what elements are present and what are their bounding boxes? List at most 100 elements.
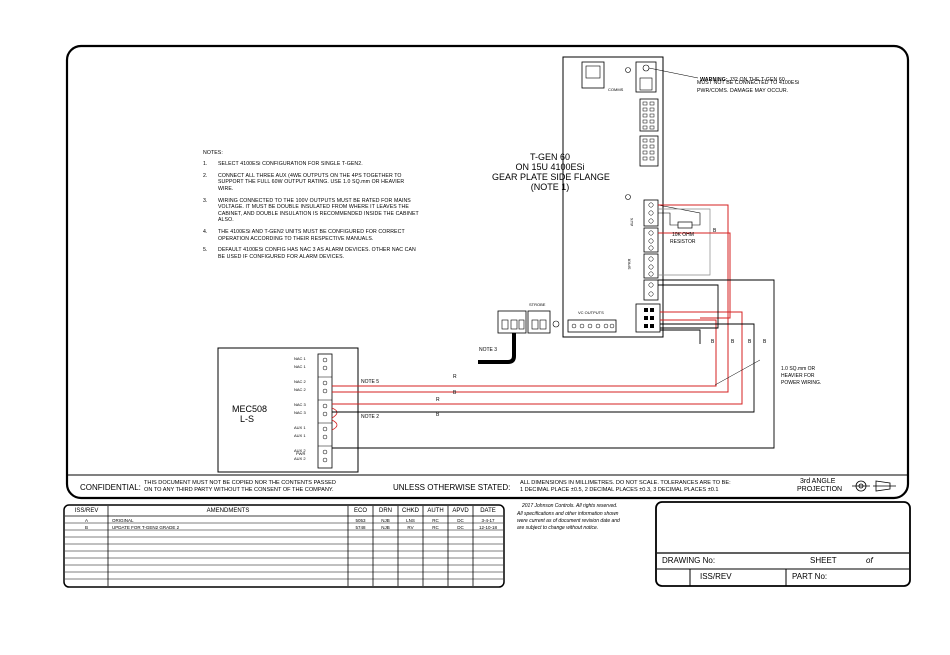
confidential-label: CONFIDENTIAL: [80,483,141,492]
red-wires [332,204,743,405]
mec508-terminal-label: AUX 1 [294,433,306,438]
aux-label: AUX [629,217,635,227]
of-label: of [866,556,873,565]
note-line: OPERATION ACCORDING TO THEIR RESPECTIVE … [218,235,374,242]
mec508-terminals [317,353,333,469]
warning-line2: MUST NOT BE CONNECTED TO 4100ESi [697,80,800,86]
amendments-header-cell: AUTH [427,508,444,514]
amendments-cell: ORIGINAL [112,518,134,523]
power-connector [635,303,661,333]
note-line: DEFAULT 4100ESi CONFIG HAS NAC 3 AS ALAR… [218,247,416,254]
comms-label: COMMS [608,87,624,92]
tgen-title-line4: (NOTE 1) [530,182,570,192]
warning-head: WARNING: [700,77,728,84]
wire-label-b3: B [711,339,715,345]
note-line: SUPPORT THE FULL 60W OUTPUT RATING. USE … [218,179,405,186]
amendments-cell: RC [432,525,439,530]
tgen-title-line1: T-GEN 60 [529,152,570,162]
header-block-1 [639,98,659,132]
amendments-header-cell: DRN [379,508,392,514]
wire-label-b4: B [731,339,735,345]
mec508-subtitle: L-S [240,414,255,424]
spkr-label: SPKR [626,258,632,270]
black-wires [332,279,775,449]
terminal-block-spkr [643,253,659,279]
amendments-header-cell: AMENDMENTS [206,508,250,514]
warning-text: WARNING: J32 ON THE T-GEN 60 [697,73,785,83]
amendments-header-cell: CHKD [401,508,419,514]
mec508-terminal-label: NAC 3 [294,402,306,407]
mec508-terminal-label: NAC 2 [294,379,306,384]
wire-label-b5: B [748,339,752,345]
amendments-header-cell: ECO [353,508,367,514]
note-line: WIRE. [218,185,234,192]
unless-stated: UNLESS OTHERWISE STATED: [393,483,511,492]
wire-label-b6: B [763,339,767,345]
terminal-block-aux-a [643,199,659,227]
note-item: 3.WIRING CONNECTED TO THE 100V OUTPUTS M… [203,198,463,224]
amendments-cell: 3-4-17 [481,518,495,523]
amendments-cell: A [84,518,88,523]
note-line: ALSO. [218,217,234,224]
note5-label: NOTE 5 [361,379,380,385]
drawing-number-block [655,501,911,587]
warning-line1: J32 ON THE T-GEN 60 [727,77,785,84]
part-no-label: PART No: [792,572,828,581]
vc-outputs-label: VC OUTPUTS [578,310,604,315]
tgen-board [562,56,664,338]
strobe-label: STROBE [529,302,546,307]
amendments-cell: B [84,525,88,530]
mec508-terminal-label: AUX 2 [294,448,306,453]
amendments-cell: NJB [381,518,390,523]
note-number: 3. [203,197,208,204]
amendments-cell: LNS [406,518,415,523]
note-line: THE 4100ESi AND T-GEN2 UNITS MUST BE CON… [218,228,405,235]
resistor-label: 10K OHM [672,232,694,238]
mec508-title: MEC508 [232,404,268,414]
note-item: 5.DEFAULT 4100ESi CONFIG HAS NAC 3 AS AL… [203,247,463,260]
projection-symbol [852,480,896,492]
vc-outputs-connector [567,319,617,333]
wire-label-r2: R [436,397,440,403]
amendments-cell: 5748 [355,525,366,530]
projection-line-1: 3rd ANGLE [800,478,836,485]
rj-connector-right [635,61,657,93]
note-number: 1. [203,161,208,168]
note-number: 4. [203,228,208,235]
sheet-label: SHEET [810,556,837,565]
dims-line-2: 1 DECIMAL PLACE ±0.5, 2 DECIMAL PLACES ±… [520,487,719,493]
mec508-box [217,347,359,473]
mec508-terminal-label: NAC 1 [294,364,306,369]
wire-label-r1: R [453,374,457,380]
amendments-cell: DC [457,518,464,523]
note3-label: NOTE 3 [479,347,498,353]
terminal-block-pwr [643,279,659,301]
notes-block: NOTES: 1.SELECT 4100ESi CONFIGURATION FO… [203,150,463,260]
note-item: 1. SELECT 4100ESi CONFIGURATION FOR SINGL… [203,161,463,168]
header-block-2 [639,135,659,167]
note-line: SELECT 4100ESi CONFIGURATION FOR SINGLE … [218,161,363,168]
confidential-text-2: ON TO ANY THIRD PARTY WITHOUT THE CONSEN… [144,487,334,493]
mec508-terminal-label: PWR [296,451,306,456]
wire-note-3: POWER WIRING. [781,380,822,386]
copyright-line-2: All specifications and other information… [517,511,619,517]
tgen-title-line2: ON 15U 4100ESi [515,162,585,172]
note-line: CONNECT ALL THREE AUX (4WE OUTPUTS ON TH… [218,172,402,179]
copyright-line-3: were current as of document revision dat… [517,518,620,524]
mec508-terminal-label: AUX 1 [294,425,306,430]
amendments-cell: RV [407,525,414,530]
wire-label-b2: B [436,412,440,418]
dims-line-1: ALL DIMENSIONS IN MILLIMETRES. DO NOT SC… [520,480,731,486]
mec508-terminal-label: NAC 1 [294,356,306,361]
amendments-cell: RC [432,518,439,523]
resistor [677,221,693,229]
note-line: BE USED IF CONFIGURED FOR ALARM DEVICES. [218,253,345,260]
note-item: 4. THE 4100ESi AND T-GEN2 UNITS MUST BE C… [203,229,463,242]
amendments-cell: DC [457,525,464,530]
wire-label-b7: B [713,228,717,234]
confidential-text-1: THIS DOCUMENT MUST NOT BE COPIED NOR THE… [144,480,336,486]
note-item: 2.CONNECT ALL THREE AUX (4WE OUTPUTS ON … [203,173,463,193]
iss-rev-label: ISS/REV [700,572,732,581]
notes-list: 1. SELECT 4100ESi CONFIGURATION FOR SINGL… [203,161,463,260]
